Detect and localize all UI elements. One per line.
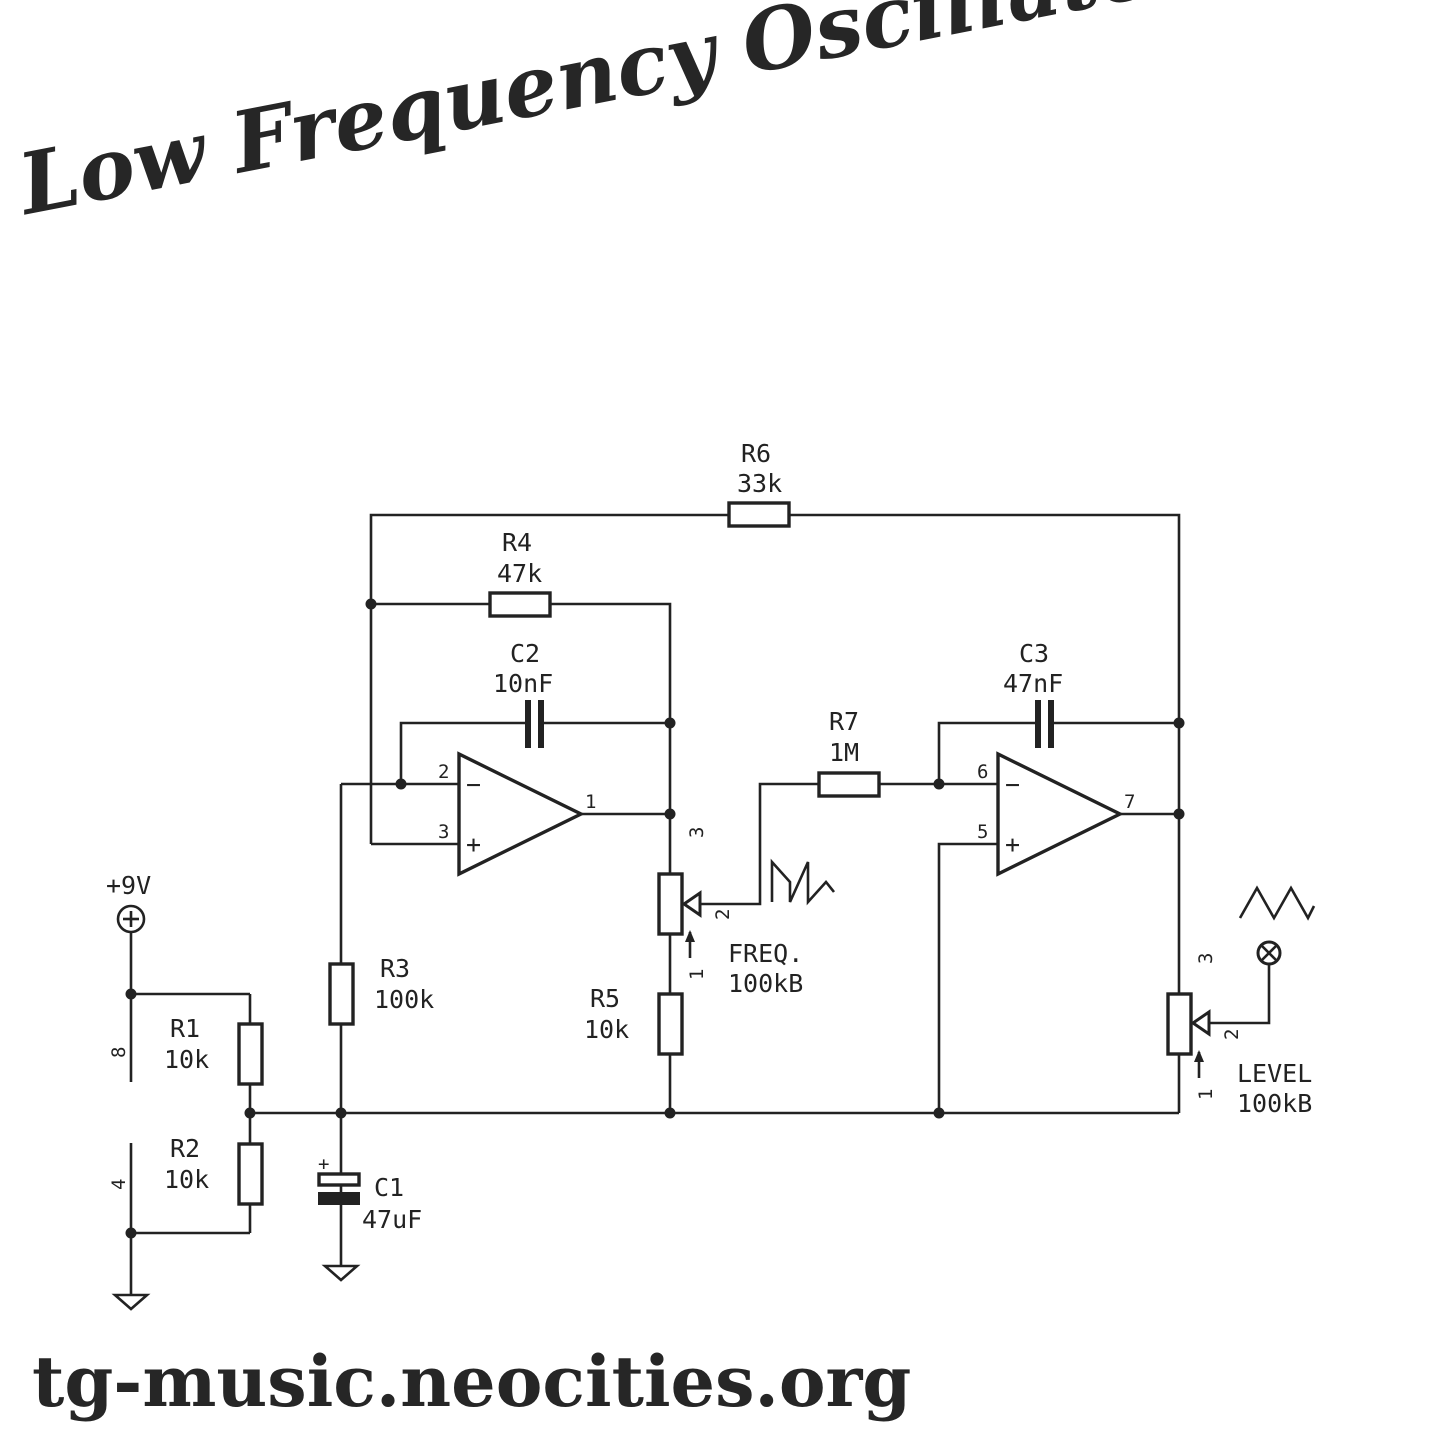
- opamp1-sign-inv: −: [466, 770, 481, 799]
- freq-pot-pin-1: 1: [686, 969, 708, 980]
- c2-value: 10nF: [493, 669, 553, 698]
- opamp2-sign-noninv: +: [1005, 830, 1020, 859]
- resistor-r3: [328, 962, 355, 1026]
- potentiometer-level: [1166, 992, 1211, 1078]
- r7-ref: R7: [829, 707, 859, 736]
- c3-value: 47nF: [1003, 669, 1063, 698]
- resistor-r6: [727, 501, 791, 528]
- resistor-r4: [488, 591, 552, 618]
- r1-value: 10k: [164, 1045, 209, 1074]
- r6-value: 33k: [737, 469, 782, 498]
- r4-ref: R4: [502, 528, 532, 557]
- opamp2-pin-inv: 6: [977, 761, 988, 783]
- opamp-1: [457, 751, 585, 877]
- c1-polarity: +: [318, 1153, 329, 1175]
- capacitor-c3: [1035, 700, 1054, 748]
- r5-ref: R5: [590, 984, 620, 1013]
- ground-symbol-c1: [321, 1264, 361, 1282]
- c1-value: 47uF: [362, 1205, 422, 1234]
- opamp1-pin-inv: 2: [438, 761, 449, 783]
- ground-symbol-left: [111, 1293, 151, 1311]
- level-pot-value: 100kB: [1237, 1089, 1312, 1118]
- opamp1-pin-noninv: 3: [438, 821, 449, 843]
- triangle-wave-icon: [1238, 885, 1316, 921]
- resistor-r2: [237, 1142, 264, 1206]
- opamp2-sign-inv: −: [1005, 770, 1020, 799]
- supply-label: +9V: [106, 871, 151, 900]
- r7-value: 1M: [829, 738, 859, 767]
- freq-pot-pin-2: 2: [712, 909, 734, 920]
- website-footer: tg-music.neocities.org: [32, 1340, 912, 1423]
- junctions: [125, 598, 1185, 1239]
- square-wave-icon: [770, 858, 836, 906]
- r3-ref: R3: [380, 954, 410, 983]
- opamp1-pin-out: 1: [585, 791, 596, 813]
- r3-value: 100k: [374, 985, 434, 1014]
- c3-ref: C3: [1019, 639, 1049, 668]
- r6-ref: R6: [741, 439, 771, 468]
- level-pot-pin-3: 3: [1195, 953, 1217, 964]
- resistor-r5: [657, 992, 684, 1056]
- opamp2-pin-out: 7: [1124, 791, 1135, 813]
- resistor-r7: [817, 771, 881, 798]
- capacitor-c2: [525, 700, 544, 748]
- r5-value: 10k: [584, 1015, 629, 1044]
- r4-value: 47k: [497, 559, 542, 588]
- potentiometer-freq: [657, 872, 702, 958]
- resistor-r1: [237, 1022, 264, 1086]
- opamp-2: [996, 751, 1124, 877]
- output-jack: [1256, 940, 1282, 966]
- freq-pot-ref: FREQ.: [728, 939, 803, 968]
- r2-ref: R2: [170, 1134, 200, 1163]
- supply-pin-4: 4: [108, 1179, 130, 1190]
- level-pot-ref: LEVEL: [1237, 1059, 1312, 1088]
- supply-terminal: [116, 904, 146, 934]
- c2-ref: C2: [510, 639, 540, 668]
- r2-value: 10k: [164, 1165, 209, 1194]
- r1-ref: R1: [170, 1014, 200, 1043]
- capacitor-c1: [317, 1172, 361, 1205]
- level-pot-pin-2: 2: [1221, 1029, 1243, 1040]
- opamp1-sign-noninv: +: [466, 830, 481, 859]
- freq-pot-value: 100kB: [728, 969, 803, 998]
- supply-pin-8: 8: [108, 1047, 130, 1058]
- c1-ref: C1: [374, 1173, 404, 1202]
- freq-pot-pin-3: 3: [686, 827, 708, 838]
- level-pot-pin-1: 1: [1195, 1089, 1217, 1100]
- opamp2-pin-noninv: 5: [977, 821, 988, 843]
